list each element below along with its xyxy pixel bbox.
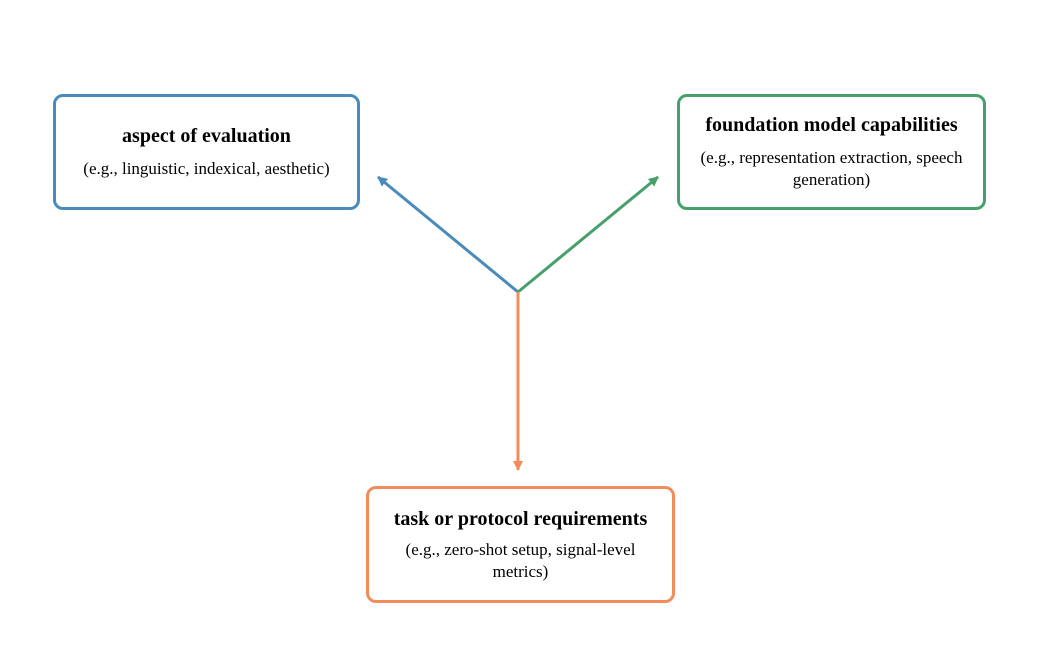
aspect-of-evaluation-box: aspect of evaluation (e.g., linguistic, … (53, 94, 360, 210)
task-title: task or protocol requirements (393, 507, 648, 530)
aspect-title: aspect of evaluation (122, 125, 291, 147)
arrow-to-aspect (377, 175, 519, 294)
foundation-model-capabilities-box: foundation model capabilities (e.g., rep… (677, 94, 986, 210)
foundation-subtitle: (e.g., representation extraction, speech… (700, 148, 963, 189)
task-subtitle: (e.g., zero-shot setup, signal-level met… (405, 539, 636, 581)
foundation-title: foundation model capabilities (705, 114, 958, 136)
arrow-to-foundation (517, 175, 659, 294)
aspect-subtitle: (e.g., linguistic, indexical, aesthetic) (83, 159, 330, 178)
task-or-protocol-requirements-box: task or protocol requirements (e.g., zer… (366, 486, 675, 603)
